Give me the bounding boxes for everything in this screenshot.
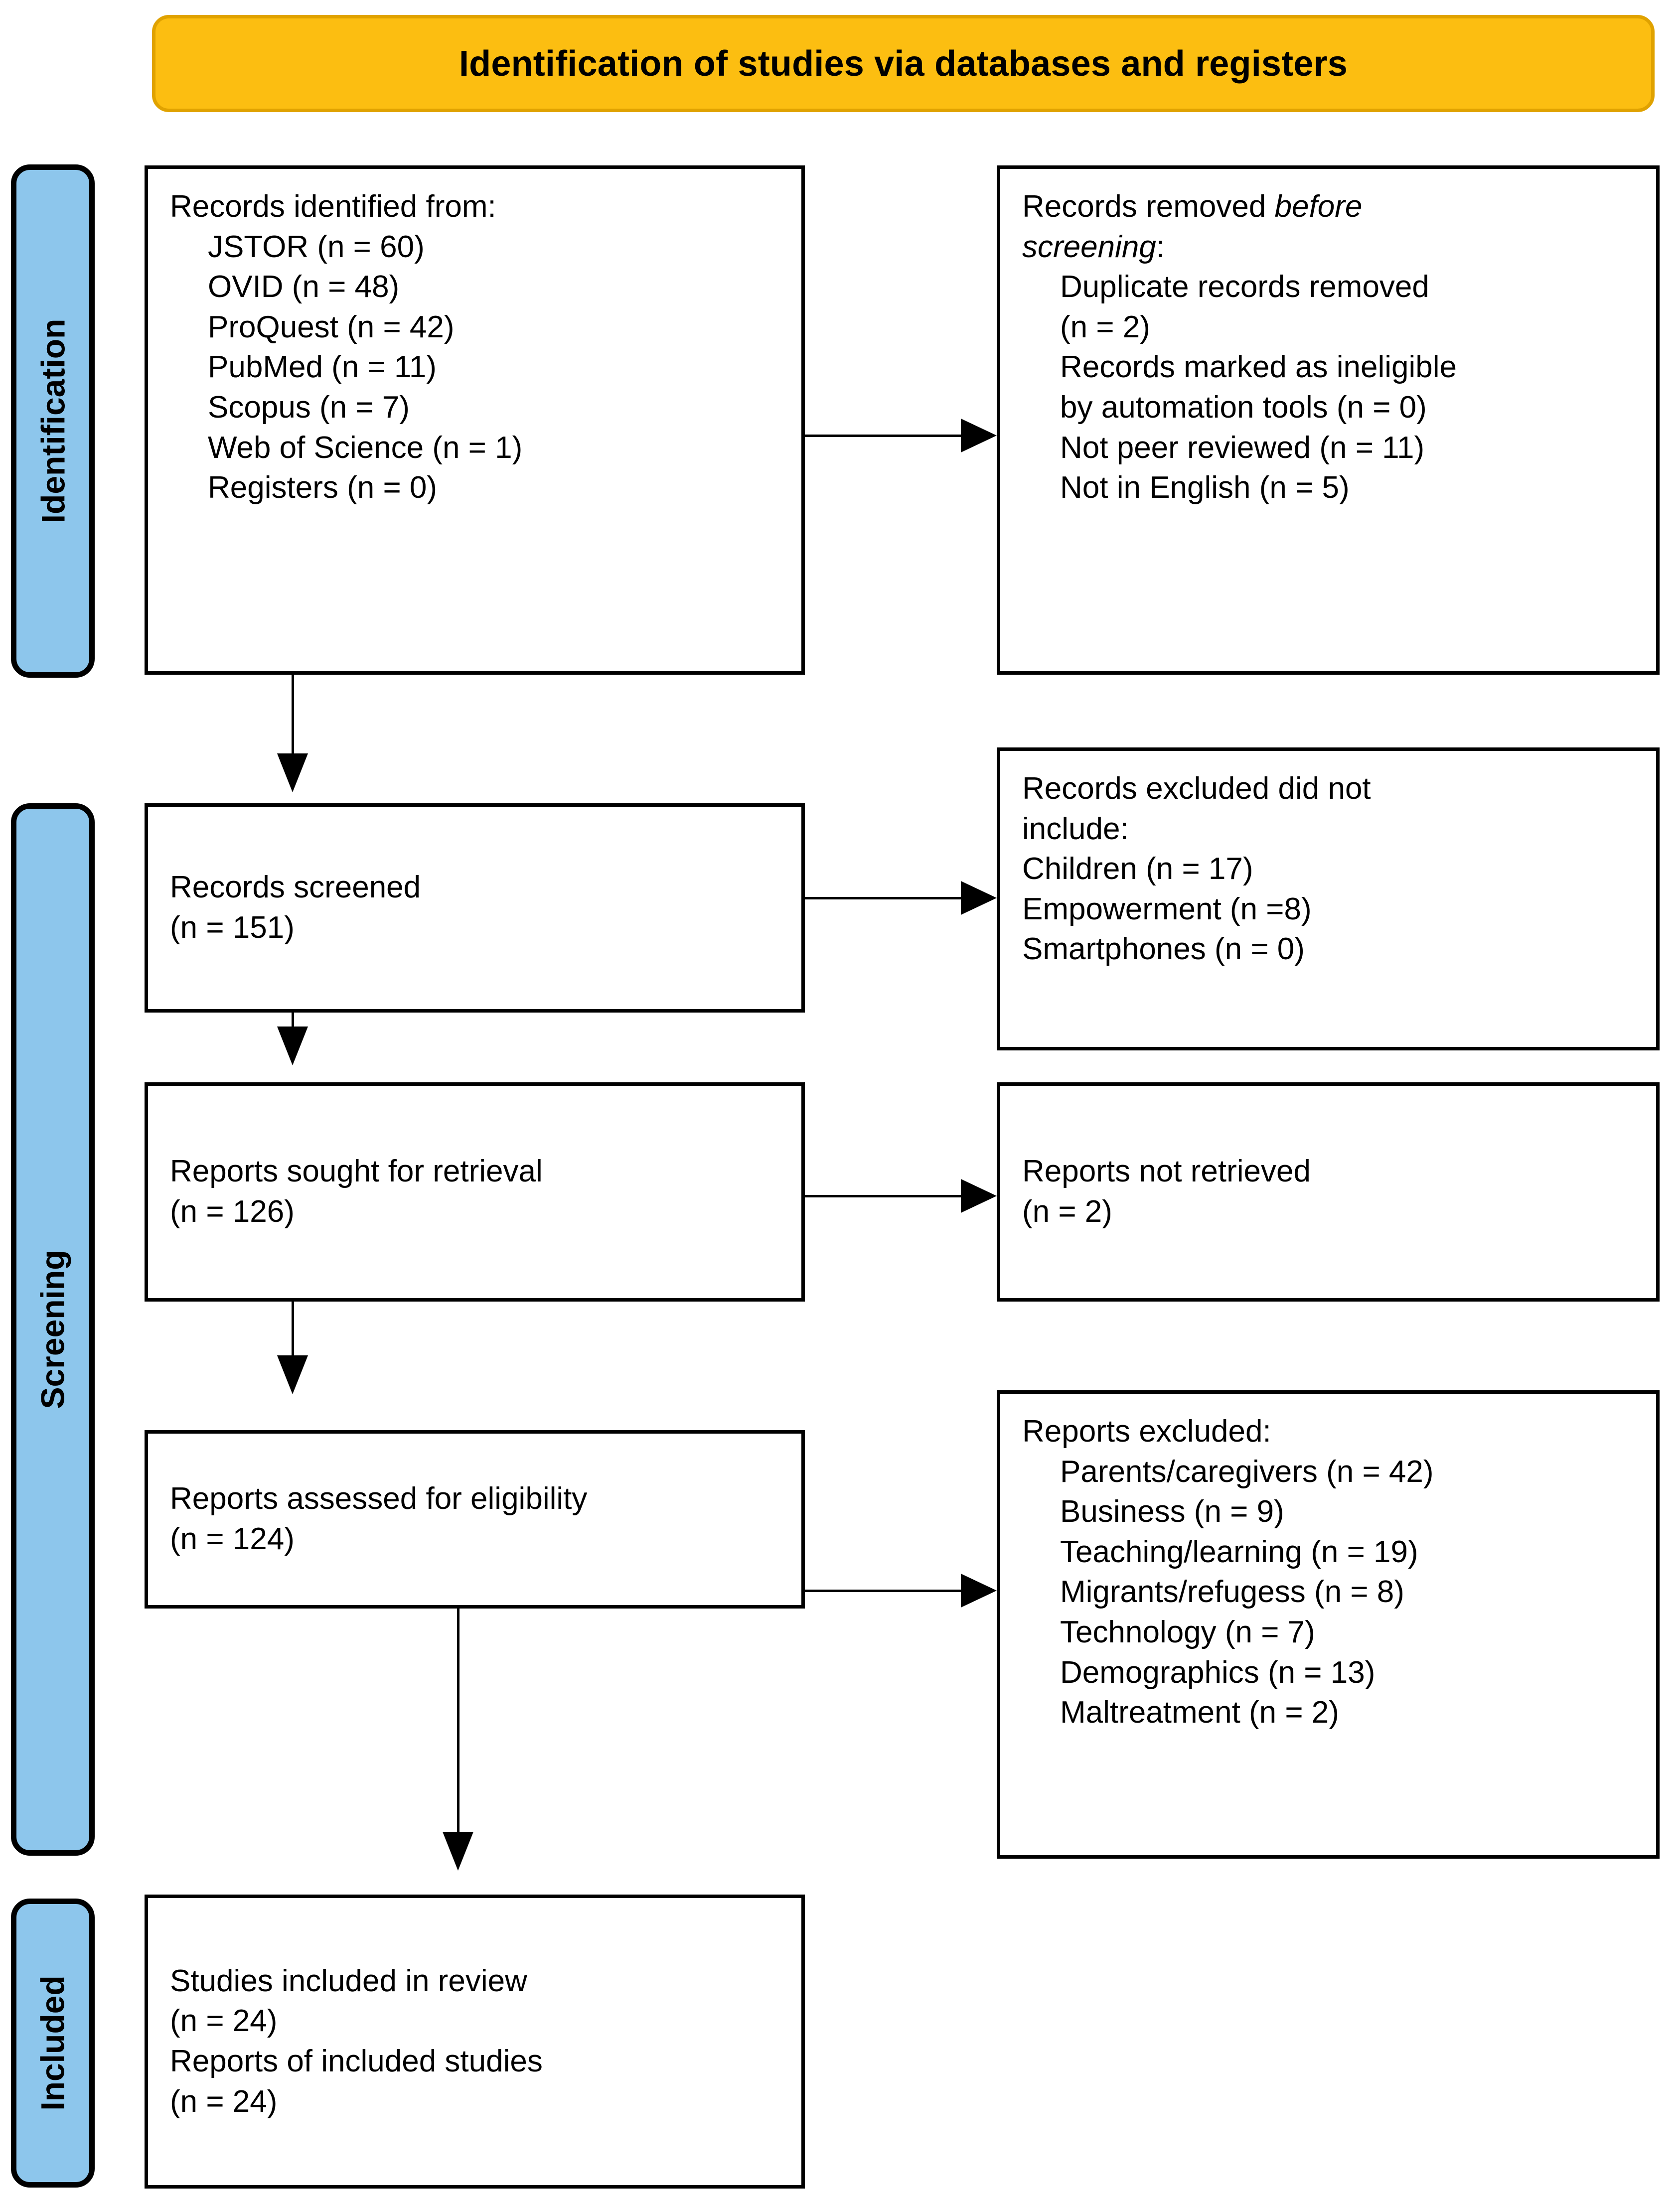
box-records-identified: Records identified from: JSTOR (n = 60) … — [145, 165, 805, 675]
stage-band-identification: Identification — [11, 164, 95, 678]
arrow-head — [961, 1574, 997, 1608]
arrow-head — [277, 1027, 308, 1065]
reports-excluded-item: Business (n = 9) — [1060, 1494, 1284, 1529]
box-records-excluded: Records excluded did not include: Childr… — [997, 747, 1660, 1050]
arrow-shaft — [805, 435, 961, 437]
box-records-screened: Records screened (n = 151) — [145, 803, 805, 1013]
arrow-head — [961, 419, 997, 452]
records-identified-item: OVID (n = 48) — [208, 270, 400, 304]
records-screened-line2: (n = 151) — [170, 910, 295, 945]
records-excluded-item: Children (n = 17) — [1022, 852, 1253, 886]
arrow-shaft — [292, 1013, 294, 1033]
arrow-head — [961, 1179, 997, 1213]
records-identified-item: JSTOR (n = 60) — [208, 229, 425, 264]
reports-assessed-line1: Reports assessed for eligibility — [170, 1481, 588, 1516]
stage-band-screening: Screening — [11, 803, 95, 1856]
records-removed-heading-line2: screening: — [1022, 227, 1634, 268]
records-removed-item: Duplicate records removed — [1060, 270, 1429, 304]
arrow-head — [277, 753, 308, 792]
page-title: Identification of studies via databases … — [458, 43, 1348, 84]
reports-excluded-item: Migrants/refugess (n = 8) — [1060, 1575, 1404, 1610]
records-screened-line1: Records screened — [170, 870, 421, 905]
stage-band-included: Included — [11, 1899, 95, 2188]
records-removed-item: Not peer reviewed (n = 11) — [1060, 430, 1425, 465]
box-reports-assessed-eligibility: Reports assessed for eligibility (n = 12… — [145, 1430, 805, 1609]
records-removed-heading-post: : — [1156, 229, 1165, 264]
arrow-shaft — [292, 1302, 294, 1361]
records-removed-heading-emphasis2: screening — [1022, 229, 1156, 264]
studies-included-line3: Reports of included studies — [170, 2044, 543, 2078]
arrow-shaft — [805, 1590, 961, 1592]
arrow-shaft — [805, 1195, 961, 1197]
records-removed-item: Not in English (n = 5) — [1060, 470, 1350, 505]
box-reports-sought: Reports sought for retrieval (n = 126) — [145, 1082, 805, 1302]
records-removed-heading-line1: Records removed before — [1022, 187, 1634, 227]
stage-label-included: Included — [34, 1975, 72, 2111]
arrow-shaft — [805, 897, 961, 899]
stage-label-identification: Identification — [34, 318, 72, 524]
records-excluded-item: Empowerment (n =8) — [1022, 891, 1312, 926]
reports-not-retrieved-line2: (n = 2) — [1022, 1194, 1112, 1229]
reports-not-retrieved-line1: Reports not retrieved — [1022, 1154, 1311, 1189]
stage-label-screening: Screening — [34, 1250, 72, 1409]
records-excluded-item: Smartphones (n = 0) — [1022, 932, 1305, 967]
records-identified-item: Scopus (n = 7) — [208, 390, 410, 425]
reports-sought-line1: Reports sought for retrieval — [170, 1154, 543, 1189]
studies-included-line1: Studies included in review — [170, 1963, 527, 1998]
records-removed-item: by automation tools (n = 0) — [1060, 390, 1427, 425]
records-identified-item: ProQuest (n = 42) — [208, 309, 455, 344]
box-reports-not-retrieved: Reports not retrieved (n = 2) — [997, 1082, 1660, 1302]
records-identified-item: Registers (n = 0) — [208, 470, 438, 505]
arrow-head — [443, 1832, 473, 1871]
records-removed-heading-emphasis: before — [1274, 189, 1363, 224]
reports-excluded-item: Maltreatment (n = 2) — [1060, 1695, 1339, 1730]
box-records-removed-before-screening: Records removed before screening: Duplic… — [997, 165, 1660, 675]
studies-included-line2: (n = 24) — [170, 2004, 278, 2039]
box-studies-included: Studies included in review (n = 24) Repo… — [145, 1895, 805, 2189]
reports-excluded-heading: Reports excluded: — [1022, 1414, 1271, 1449]
reports-excluded-item: Demographics (n = 13) — [1060, 1655, 1375, 1690]
records-excluded-line2: include: — [1022, 811, 1129, 846]
records-removed-item: (n = 2) — [1060, 309, 1150, 344]
reports-sought-line2: (n = 126) — [170, 1194, 295, 1229]
arrow-shaft — [457, 1609, 459, 1838]
records-identified-item: Web of Science (n = 1) — [208, 430, 523, 465]
reports-assessed-line2: (n = 124) — [170, 1522, 295, 1556]
records-identified-item: PubMed (n = 11) — [208, 350, 437, 385]
studies-included-line4: (n = 24) — [170, 2084, 278, 2119]
records-identified-heading: Records identified from: — [170, 189, 496, 224]
diagram-title-banner: Identification of studies via databases … — [152, 15, 1655, 112]
records-removed-item: Records marked as ineligible — [1060, 350, 1457, 385]
reports-excluded-item: Teaching/learning (n = 19) — [1060, 1534, 1418, 1569]
arrow-head — [277, 1355, 308, 1394]
reports-excluded-item: Parents/caregivers (n = 42) — [1060, 1454, 1434, 1489]
arrow-head — [961, 881, 997, 915]
arrow-shaft — [292, 675, 294, 760]
records-excluded-line1: Records excluded did not — [1022, 771, 1371, 806]
box-reports-excluded: Reports excluded: Parents/caregivers (n … — [997, 1390, 1660, 1859]
reports-excluded-item: Technology (n = 7) — [1060, 1615, 1315, 1649]
records-removed-heading-pre: Records removed — [1022, 189, 1275, 224]
